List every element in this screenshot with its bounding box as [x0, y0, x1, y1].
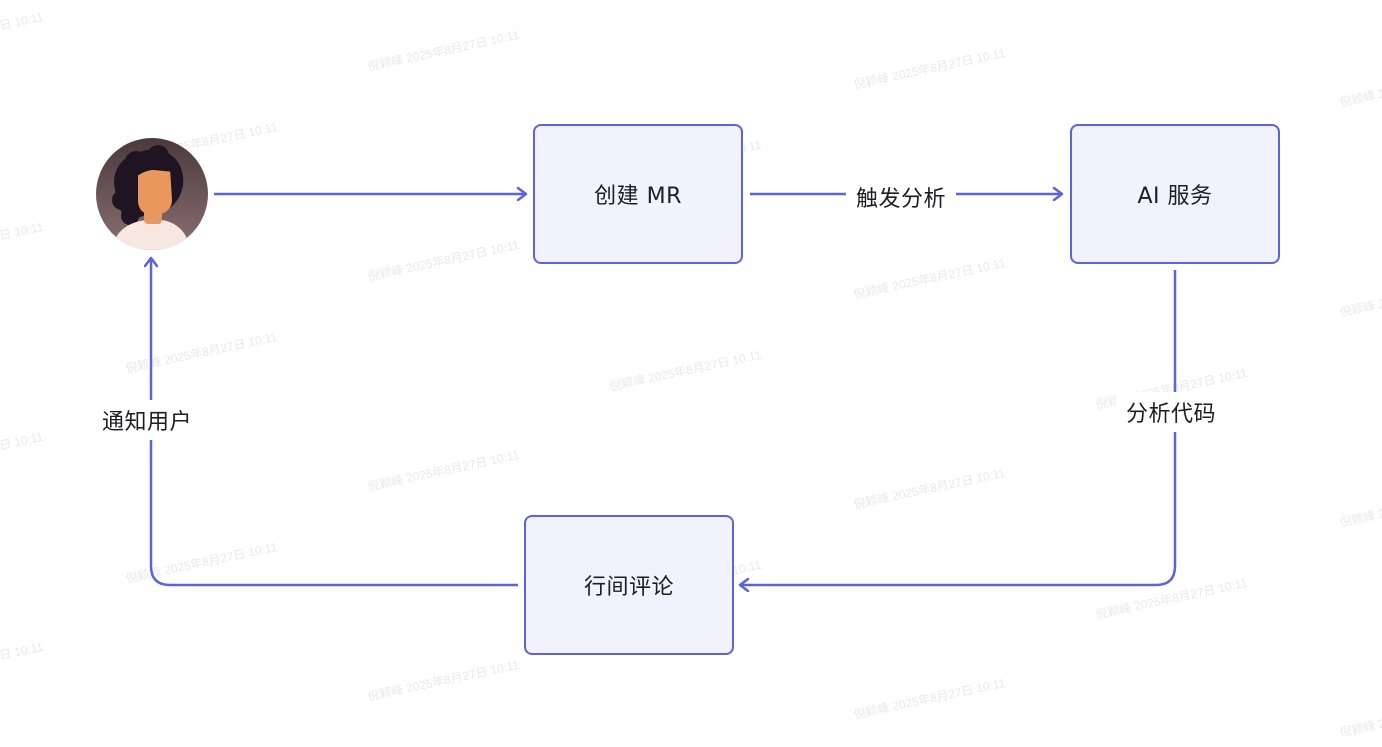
edge-line-comment-to-actor	[151, 258, 518, 587]
node-create-mr-label: 创建 MR	[594, 184, 682, 209]
node-ai-service-label: AI 服务	[1137, 184, 1213, 209]
edge-label-notify-user: 通知用户	[92, 400, 203, 440]
node-line-comment: 行间评论	[524, 515, 734, 655]
node-ai-service: AI 服务	[1070, 124, 1280, 264]
edge-label-trigger-analysis: 触发分析	[846, 177, 957, 217]
edge-ai-service-to-line-comment	[740, 270, 1177, 585]
node-line-comment-label: 行间评论	[583, 575, 674, 600]
node-create-mr: 创建 MR	[533, 124, 743, 264]
user-avatar-icon	[96, 138, 208, 250]
edge-label-analyze-code: 分析代码	[1116, 392, 1227, 432]
